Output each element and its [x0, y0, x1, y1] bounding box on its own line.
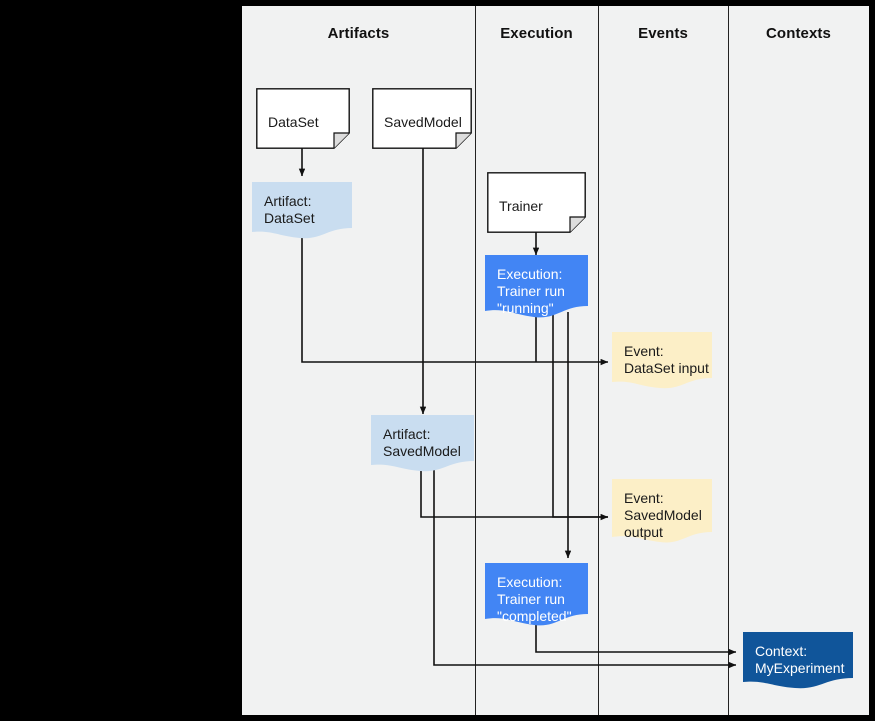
note-artifact-savedmodel: Artifact: SavedModel [371, 415, 474, 473]
document-dataset: DataSet [256, 88, 350, 149]
document-shape-icon [487, 172, 586, 233]
note-shape-icon [485, 255, 588, 318]
note-artifact-savedmodel-label: Artifact: SavedModel [383, 426, 461, 459]
note-shape-icon [371, 415, 474, 472]
swimlane-diagram: Artifacts Execution Events Contexts [242, 6, 869, 715]
note-execution-running: Execution: Trainer run "running" [485, 255, 588, 320]
lane-divider-events-contexts [728, 6, 729, 715]
note-event-savedmodel-output: Event: SavedModel output [612, 479, 712, 545]
lane-title-artifacts: Artifacts [327, 25, 390, 42]
note-shape-icon [612, 479, 712, 543]
lane-divider-execution-events [598, 6, 599, 715]
wire-execution-running-to-event-output [552, 312, 609, 521]
document-dataset-label: DataSet [268, 114, 319, 130]
note-shape-icon [743, 632, 853, 689]
document-savedmodel: SavedModel [372, 88, 472, 149]
note-context-myexperiment-label: Context: MyExperiment [755, 643, 845, 676]
note-shape-icon [612, 332, 712, 389]
document-shape-icon [372, 88, 472, 149]
document-savedmodel-label: SavedModel [384, 114, 462, 130]
note-execution-completed-label: Execution: Trainer run "completed" [497, 574, 572, 624]
lane-title-execution: Execution [500, 25, 573, 42]
lane-divider-artifacts-execution [475, 6, 476, 715]
note-event-dataset-input-label: Event: DataSet input [624, 343, 709, 376]
note-shape-icon [485, 563, 588, 626]
note-shape-icon [252, 182, 352, 239]
document-trainer-label: Trainer [499, 198, 543, 214]
note-event-savedmodel-output-label: Event: SavedModel output [624, 490, 702, 540]
document-shape-icon [256, 88, 350, 149]
note-execution-completed: Execution: Trainer run "completed" [485, 563, 588, 628]
document-trainer: Trainer [487, 172, 586, 233]
note-context-myexperiment: Context: MyExperiment [743, 632, 853, 690]
lane-title-contexts: Contexts [766, 25, 831, 42]
note-artifact-dataset: Artifact: DataSet [252, 182, 352, 240]
note-execution-running-label: Execution: Trainer run "running" [497, 266, 565, 316]
note-event-dataset-input: Event: DataSet input [612, 332, 712, 390]
lane-title-events: Events [638, 25, 688, 42]
note-artifact-dataset-label: Artifact: DataSet [264, 193, 315, 226]
wire-artifact-savedmodel-to-event-output [420, 466, 608, 518]
